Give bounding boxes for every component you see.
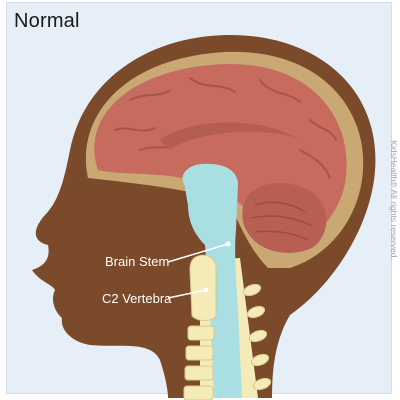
cerebellum	[242, 182, 327, 253]
brain-stem-leader-dot	[225, 241, 231, 247]
corpus-callosum	[160, 122, 300, 150]
brain-stem-label: Brain Stem	[105, 254, 170, 269]
brain-folds	[114, 77, 337, 179]
copyright-credit: KidsHealth® All rights reserved.	[389, 140, 399, 260]
vertebrae-column	[183, 325, 215, 400]
c2-vertebra-body	[189, 254, 217, 321]
spinous-processes	[242, 283, 272, 391]
brain-stem-leader-line	[167, 243, 229, 263]
cerebellum-folds	[251, 201, 313, 241]
c2-vertebra-leader-line	[167, 289, 207, 299]
c2-vertebra-leader-dot	[203, 287, 209, 293]
c2-vertebra-label: C2 Vertebra	[102, 291, 172, 306]
diagram-title: Normal	[14, 10, 80, 32]
